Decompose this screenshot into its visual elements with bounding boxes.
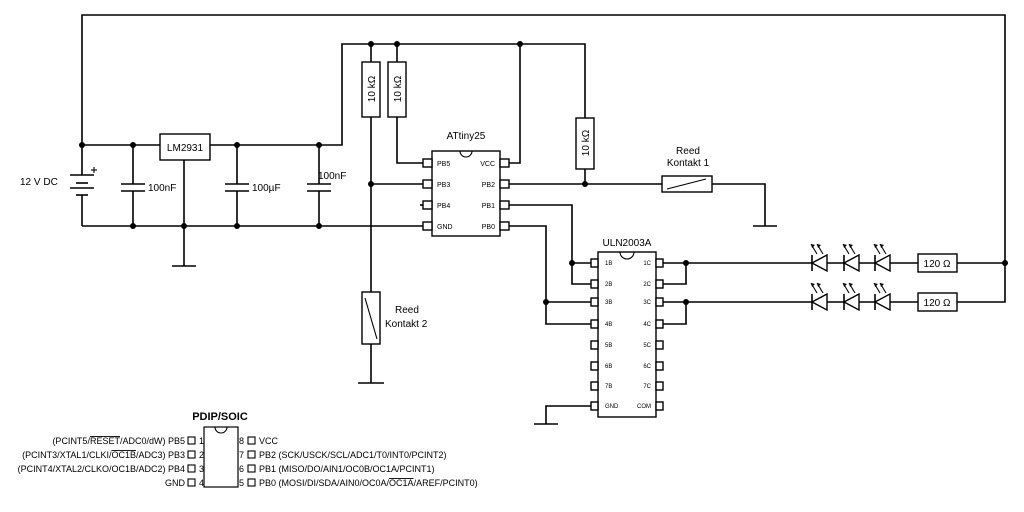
- uln-pin-5c: 5C: [643, 343, 651, 349]
- resistor-r3: [575, 117, 595, 170]
- reed-contact-2-switch: [364, 297, 378, 340]
- uln-pin-1b: 1B: [605, 261, 612, 267]
- uln-pin-1c: 1C: [643, 261, 651, 267]
- led-icon: [873, 243, 891, 273]
- led-resistor-2-label: 120 Ω: [924, 298, 951, 309]
- attiny-pin-gnd: GND: [437, 224, 453, 231]
- pinout-num-8: 8: [239, 436, 244, 446]
- reed-contact-2-label-line2: Kontakt 2: [385, 319, 428, 330]
- pinout-num-6: 6: [239, 464, 244, 474]
- attiny-pin-pb5: PB5: [437, 161, 450, 168]
- pinout-right-pin-7: PB2 (SCK/USCK/SCL/ADC1/T0/INT0/PCINT2): [259, 450, 447, 460]
- resistor-r3-label: 10 kΩ: [581, 129, 592, 156]
- pinout-left-pin-3: (PCINT4/XTAL2/CLKO/OC1B/ADC2) PB4: [18, 464, 185, 474]
- reed-contact-1-label-line2: Kontakt 1: [667, 158, 710, 169]
- uln-pin-4c: 4C: [643, 322, 651, 328]
- pinout-num-2: 2: [199, 450, 204, 460]
- pinout-notch: [214, 426, 228, 434]
- uln-pin-gnd: GND: [605, 404, 619, 410]
- uln-pin-3b: 3B: [605, 300, 612, 306]
- attiny-pin-pb4: PB4: [437, 203, 450, 210]
- uln-pin-2b: 2B: [605, 282, 612, 288]
- pinout-num-7: 7: [239, 450, 244, 460]
- uln-pin-2c: 2C: [643, 282, 651, 288]
- reed-contact-2-label-line1: Reed: [395, 305, 419, 316]
- wiring: [81, 14, 1006, 425]
- led-icon: [810, 243, 828, 273]
- pinout-pin-boxes: [187, 436, 256, 487]
- attiny-pin-pb1: PB1: [482, 203, 495, 210]
- regulator-label: LM2931: [167, 143, 204, 154]
- reed-contact-1-switch: [666, 178, 707, 190]
- resistor-r2: [387, 61, 407, 118]
- pinout-title: PDIP/SOIC: [192, 411, 248, 423]
- uln-pin-3c: 3C: [643, 300, 651, 306]
- attiny-pin-vcc: VCC: [480, 161, 495, 168]
- pinout-body: [203, 426, 239, 488]
- supply-label: 12 V DC: [20, 177, 58, 188]
- attiny-title: ATtiny25: [447, 131, 486, 142]
- led-resistor-1-label: 120 Ω: [924, 259, 951, 270]
- uln-pin-4b: 4B: [605, 322, 612, 328]
- attiny-pin-pb0: PB0: [482, 224, 495, 231]
- resistor-r1: [361, 61, 381, 118]
- led-array: [810, 243, 891, 312]
- pinout-left-pin-4: GND: [165, 478, 186, 488]
- pinout-left-pin-1: (PCINT5/RESET/ADC0/dW) PB5: [52, 436, 185, 446]
- resistor-r1-label: 10 kΩ: [367, 75, 378, 102]
- capacitor-symbols: [121, 183, 331, 192]
- uln-pin-7c: 7C: [643, 384, 651, 390]
- capacitor-c2-label: 100µF: [252, 183, 281, 194]
- led-icon: [842, 243, 860, 273]
- attiny-pin-pb3: PB3: [437, 182, 450, 189]
- attiny-pin-pb2: PB2: [482, 182, 495, 189]
- regulator-box: [159, 133, 211, 161]
- pinout-num-4: 4: [199, 478, 204, 488]
- uln-body: [597, 251, 657, 418]
- pinout-right-pin-8: VCC: [259, 436, 279, 446]
- pinout-right-pin-5: PB0 (MOSI/DI/SDA/AIN0/OC0A/OC1A/AREF/PCI…: [259, 478, 478, 488]
- uln-pin-5b: 5B: [605, 343, 612, 349]
- capacitor-c1-label: 100nF: [148, 183, 176, 194]
- capacitor-c3-label: 100nF: [318, 171, 346, 182]
- attiny-notch: [459, 150, 473, 158]
- pinout-left-pin-2: (PCINT3/XTAL1/CLKI/OC1B/ADC3) PB3: [22, 450, 185, 460]
- uln-title: ULN2003A: [603, 238, 652, 249]
- reed-contact-1-label-line1: Reed: [676, 146, 700, 157]
- led-icon: [842, 282, 860, 312]
- uln-pin-7b: 7B: [605, 384, 612, 390]
- uln-pin-6c: 6C: [643, 364, 651, 370]
- attiny-body: [431, 150, 501, 237]
- uln-pin-boxes: [590, 258, 664, 411]
- led-resistor-2: [917, 292, 958, 312]
- pinout-num-5: 5: [239, 478, 244, 488]
- pinout-num-3: 3: [199, 464, 204, 474]
- uln-pin-com: COM: [637, 404, 651, 410]
- pinout-right-pin-6: PB1 (MISO/DO/AIN1/OC0B/OC1A/PCINT1): [259, 464, 435, 474]
- junction-dots: [79, 41, 1008, 305]
- uln-notch: [619, 251, 635, 260]
- led-resistor-1: [917, 253, 958, 273]
- led-icon: [810, 282, 828, 312]
- resistor-r2-label: 10 kΩ: [393, 75, 404, 102]
- uln-pin-6b: 6B: [605, 364, 612, 370]
- pinout-num-1: 1: [199, 436, 204, 446]
- dc-supply-symbol: [70, 167, 97, 196]
- attiny-pin-boxes: [422, 158, 510, 231]
- led-icon: [873, 282, 891, 312]
